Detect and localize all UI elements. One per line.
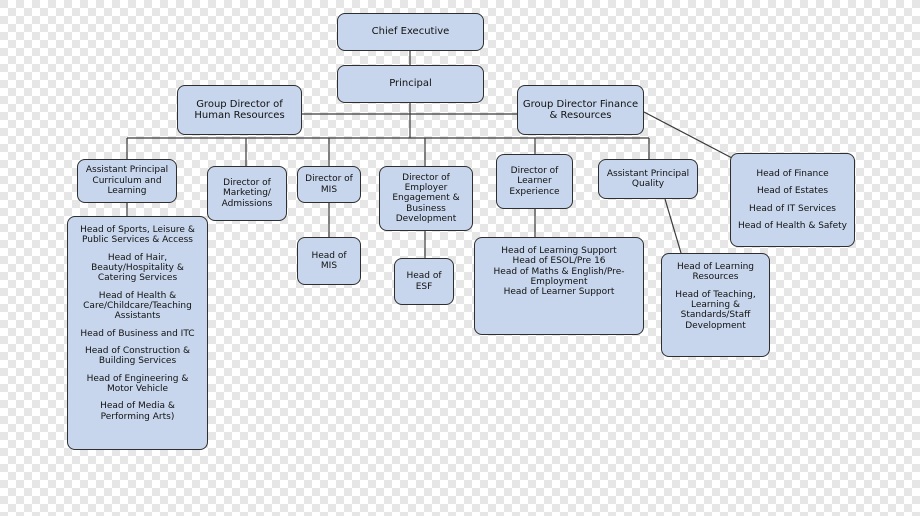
node-group-director-finance: Group Director Finance & Resources <box>517 85 644 135</box>
node-ap-quality: Assistant Principal Quality <box>598 159 698 199</box>
curriculum-head-item: Head of Sports, Leisure & Public Service… <box>80 225 195 246</box>
curriculum-head-item: Head of Engineering & Motor Vehicle <box>86 373 189 395</box>
node-director-learner-experience: Director of Learner Experience <box>496 154 573 209</box>
connector-quality-heads <box>664 198 682 254</box>
connector-finance-to-heads <box>643 111 733 159</box>
finance-head-item: Head of IT Services <box>749 203 836 214</box>
curriculum-head-item: Head of Hair, Beauty/Hospitality & Cater… <box>91 252 184 284</box>
label-principal: Principal <box>389 78 432 90</box>
node-quality-heads: Head of Learning Resources Head of Teach… <box>661 253 770 357</box>
curriculum-head-item: Head of Business and ITC <box>80 328 195 339</box>
label-ap-quality: Assistant Principal Quality <box>606 168 690 189</box>
label-head-of-mis: Head of MIS <box>311 250 347 271</box>
learner-support-head-item: Head of ESOL/Pre 16 <box>512 256 606 267</box>
label-director-employer: Director of Employer Engagement & Busine… <box>392 172 460 225</box>
node-head-of-esf: Head of ESF <box>394 258 454 305</box>
label-director-learner-experience: Director of Learner Experience <box>509 165 560 197</box>
node-director-marketing: Director of Marketing/ Admissions <box>207 166 287 221</box>
label-group-director-finance: Group Director Finance & Resources <box>522 98 639 122</box>
learner-support-head-item: Head of Maths & English/Pre- Employment <box>493 266 625 288</box>
curriculum-head-item: Head of Media & Performing Arts) <box>100 401 175 422</box>
label-director-mis: Director of MIS <box>305 174 353 195</box>
node-director-employer: Director of Employer Engagement & Busine… <box>379 166 473 231</box>
node-group-director-hr: Group Director of Human Resources <box>177 85 302 135</box>
node-finance-heads: Head of Finance Head of Estates Head of … <box>730 153 855 247</box>
label-chief-executive: Chief Executive <box>371 26 450 38</box>
finance-head-item: Head of Finance <box>756 168 829 179</box>
learner-support-head-item: Head of Learner Support <box>503 287 615 298</box>
node-head-of-mis: Head of MIS <box>297 237 361 285</box>
node-principal: Principal <box>337 65 484 103</box>
node-chief-executive: Chief Executive <box>337 13 484 51</box>
label-ap-curriculum: Assistant Principal Curriculum and Learn… <box>85 165 169 197</box>
finance-head-item: Head of Health & Safety <box>737 220 847 231</box>
learner-support-head-item: Head of Learning Support <box>501 246 617 256</box>
curriculum-head-item: Head of Health & Care/Childcare/Teaching… <box>83 290 192 322</box>
node-ap-curriculum: Assistant Principal Curriculum and Learn… <box>77 159 177 203</box>
node-director-mis: Director of MIS <box>297 166 361 203</box>
label-head-of-esf: Head of ESF <box>406 271 442 292</box>
label-director-marketing: Director of Marketing/ Admissions <box>221 177 273 209</box>
label-group-director-hr: Group Director of Human Resources <box>194 98 285 122</box>
quality-head-item: Head of Learning Resources <box>676 262 754 283</box>
finance-head-item: Head of Estates <box>756 186 829 197</box>
node-curriculum-heads: Head of Sports, Leisure & Public Service… <box>67 216 208 450</box>
curriculum-head-item: Head of Construction & Building Services <box>84 346 191 367</box>
quality-head-item: Head of Teaching, Learning & Standards/S… <box>675 289 756 331</box>
node-learner-support-heads: Head of Learning Support Head of ESOL/Pr… <box>474 237 644 335</box>
